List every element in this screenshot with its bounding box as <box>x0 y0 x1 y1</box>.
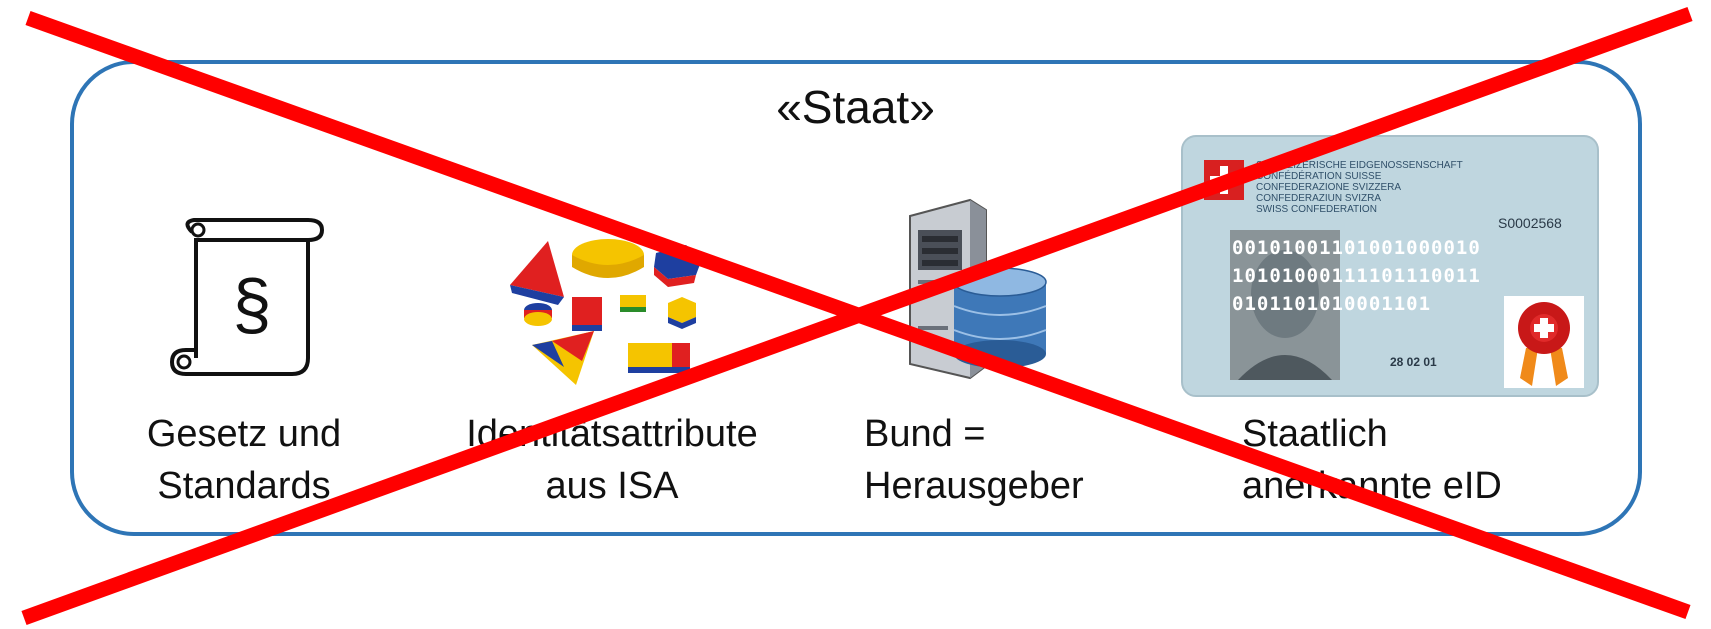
card-number: S0002568 <box>1498 215 1562 231</box>
swiss-id-card-icon: SCHWEIZERISCHE EIDGENOSSENSCHAFT CONFÉDÉ… <box>1180 134 1600 403</box>
paragraph-symbol: § <box>233 265 272 343</box>
card-date: 28 02 01 <box>1390 355 1437 369</box>
card-header-line: SCHWEIZERISCHE EIDGENOSSENSCHAFT <box>1256 160 1463 171</box>
item-label-issuer: Bund = Herausgeber <box>864 413 1084 507</box>
card-header-line: SWISS CONFEDERATION <box>1256 204 1377 215</box>
card-header-line: CONFÉDÉRATION SUISSE <box>1256 169 1382 182</box>
state-frame <box>70 60 1642 536</box>
attribute-blocks-icon <box>508 235 708 395</box>
card-header-line: CONFEDERAZIUN SVIZRA <box>1256 193 1381 204</box>
item-label-law: Gesetz und Standards <box>146 413 342 507</box>
frame-title: «Staat» <box>776 81 935 133</box>
card-binary-line: 10101000111101110011 <box>1232 265 1481 287</box>
card-binary-line: 00101001101001000010 <box>1232 237 1481 259</box>
law-scroll-icon: § <box>168 218 328 388</box>
card-binary-line: 0101101010001101 <box>1232 293 1431 315</box>
card-header-line: CONFEDERAZIONE SVIZZERA <box>1256 182 1401 193</box>
